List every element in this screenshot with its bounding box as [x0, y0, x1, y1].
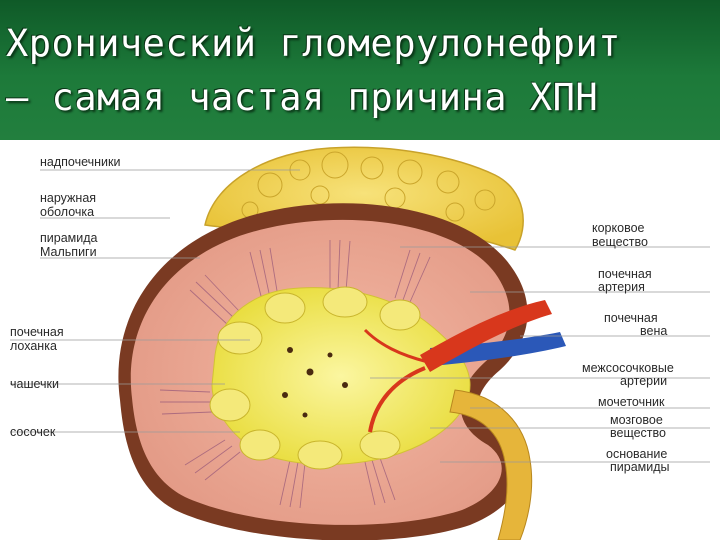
label-cortex-2: вещество: [592, 235, 648, 249]
label-medulla-2: вещество: [610, 426, 666, 440]
slide-title-line-2: – самая частая причина ХПН: [6, 76, 599, 119]
label-interlobar-2: артерии: [620, 374, 667, 388]
label-calyces: чашечки: [10, 377, 59, 391]
renal-vein-shape: [430, 332, 566, 366]
label-medulla-1: мозговое: [610, 413, 663, 427]
fat-lobules: [241, 151, 496, 222]
ureter-shape: [449, 389, 533, 540]
label-pelvis-2: лоханка: [10, 339, 57, 353]
interlobar-artery-branch-2: [363, 328, 429, 364]
renal-pelvis-shape: [211, 287, 471, 465]
calyces-shapes: [209, 286, 421, 470]
interlobar-artery-branch: [368, 366, 426, 433]
label-pyramid-2: Мальпиги: [40, 245, 97, 259]
label-interlobar-1: межсосочковые: [582, 361, 674, 375]
label-pelvis-1: почечная: [10, 325, 64, 339]
label-cortex-1: корковое: [592, 221, 645, 235]
title-banner: Хронический гломерулонефрит – самая част…: [0, 0, 720, 140]
kidney-diagram: надпочечники наружная оболочка пирамида …: [10, 146, 710, 540]
pyramid-striations: [159, 239, 431, 509]
renal-artery-shape: [420, 300, 552, 372]
label-pyramid-1: пирамида: [40, 231, 98, 245]
label-ureter: мочеточник: [598, 395, 665, 409]
label-papilla: сосочек: [10, 425, 56, 439]
label-base-1: основание: [606, 447, 667, 461]
label-vein-1: почечная: [604, 311, 658, 325]
label-capsule-2: оболочка: [40, 205, 94, 219]
label-capsule-1: наружная: [40, 191, 96, 205]
label-artery-1: почечная: [598, 267, 652, 281]
papilla-dots: [282, 347, 348, 418]
label-vein-2: вена: [640, 324, 667, 338]
leader-lines: [10, 169, 710, 463]
slide-title-line-1: Хронический гломерулонефрит: [6, 22, 621, 65]
label-adrenal: надпочечники: [40, 155, 121, 169]
label-artery-2: артерия: [598, 280, 645, 294]
label-base-2: пирамиды: [610, 460, 670, 474]
